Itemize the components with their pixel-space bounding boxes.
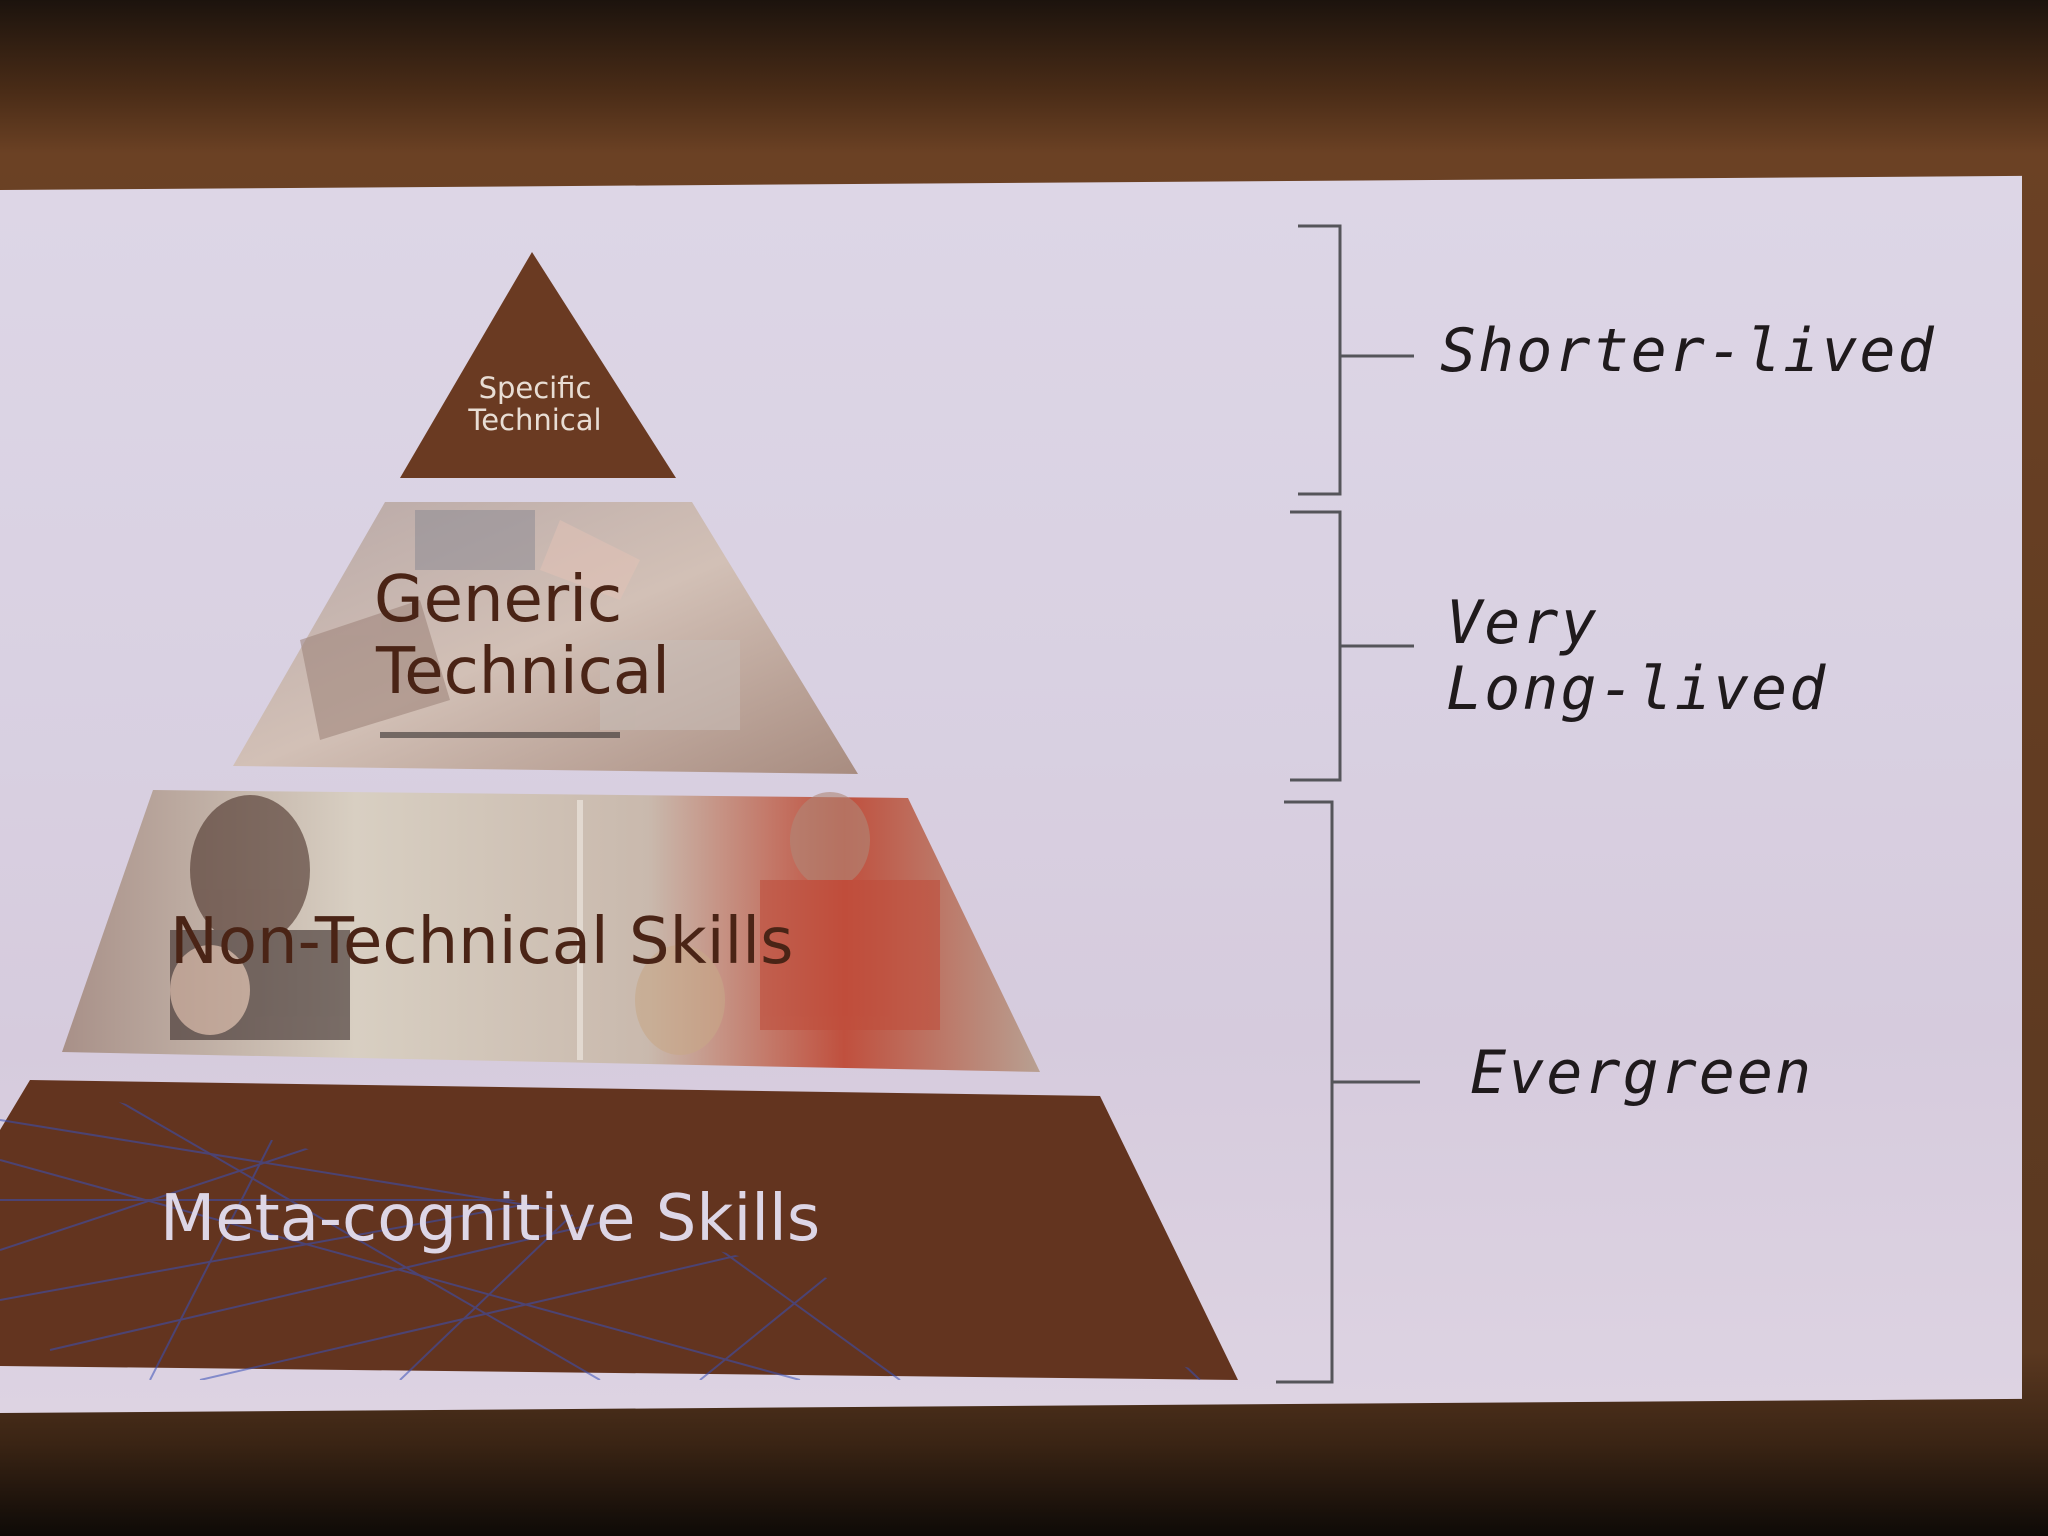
tier-label-specific-technical-line2: Technical — [468, 403, 602, 438]
generic-technical-photo — [300, 510, 740, 740]
tier-label-specific-technical: Specific Technical — [440, 372, 630, 437]
tier-label-meta-cognitive-skills: Meta-cognitive Skills — [160, 1182, 821, 1256]
annotation-shorter-lived: Shorter-lived — [1440, 316, 1936, 386]
annotation-very-long-lived-line1: Very — [1446, 588, 1599, 658]
tier-label-generic-technical-line2: Technical — [376, 634, 670, 709]
non-technical-photo — [170, 792, 940, 1060]
annotation-very-long-lived: Very Long-lived — [1446, 590, 1827, 722]
bracket-evergreen — [1276, 800, 1420, 1384]
tier-label-specific-technical-line1: Specific — [478, 371, 592, 405]
tier-label-generic-technical-line1: Generic — [374, 563, 623, 637]
tier-specific-technical — [400, 252, 676, 478]
bracket-very-long-lived — [1290, 510, 1414, 782]
tier-label-generic-technical: Generic Technical — [350, 563, 750, 709]
tier-label-non-technical-skills: Non-Technical Skills — [170, 905, 794, 979]
bracket-shorter-lived — [1298, 224, 1414, 496]
annotation-evergreen: Evergreen — [1470, 1038, 1814, 1108]
annotation-very-long-lived-line2: Long-lived — [1446, 654, 1828, 724]
tier-meta-cognitive-skills — [0, 1080, 1238, 1380]
